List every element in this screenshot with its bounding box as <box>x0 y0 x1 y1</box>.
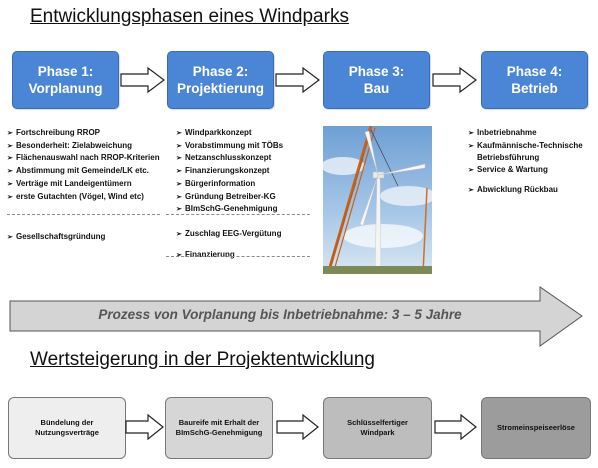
list-item: ➢Vorabstimmung mit TÖBs <box>176 140 283 153</box>
phase-1-number: Phase 1: <box>37 64 94 79</box>
bullet-arrow-icon: ➢ <box>176 252 182 259</box>
value-step-1-line1: Bündelung der <box>40 418 94 427</box>
list-item: ➢Gründung Betreiber-KG <box>176 191 283 204</box>
list-item-continuation: Betriebsführung <box>477 153 540 163</box>
list-item: ➢Kaufmännische-Technische <box>468 140 583 153</box>
phase-4-name: Betrieb <box>511 81 558 96</box>
bullet-arrow-icon: ➢ <box>7 234 13 241</box>
bullet-arrow-icon: ➢ <box>468 142 474 150</box>
divider <box>7 214 160 215</box>
value-step-1-line2: Nutzungsverträge <box>35 428 99 437</box>
phase-2-number: Phase 2: <box>192 64 249 79</box>
heading-phases: Entwicklungsphasen eines Windparks <box>30 6 349 27</box>
wind-turbine-construction-photo <box>323 126 432 274</box>
bullet-arrow-icon: ➢ <box>468 187 474 194</box>
list-item: ➢Service & Wartung <box>468 164 583 177</box>
phase-4-extra-list: ➢Abwicklung Rückbau <box>468 184 558 197</box>
value-arrow-2-icon <box>276 414 319 440</box>
bullet-arrow-icon: ➢ <box>176 206 182 214</box>
bullet-arrow-icon: ➢ <box>7 168 13 176</box>
phase-2-name: Projektierung <box>176 81 265 96</box>
phase-arrow-1-icon <box>120 67 165 93</box>
bullet-arrow-icon: ➢ <box>7 130 13 137</box>
list-item: ➢Windparkkonzept <box>176 127 283 140</box>
list-item: ➢Abstimmung mit Gemeinde/LK etc. <box>7 165 160 178</box>
wind-turbine-icon <box>323 126 432 274</box>
divider <box>166 256 310 257</box>
list-item: ➢Fortschreibung RROP <box>7 127 160 140</box>
list-item: ➢Zuschlag EEG-Vergütung <box>176 224 281 245</box>
list-item: ➢erste Gutachten (Vögel, Wind etc) <box>7 191 160 204</box>
value-step-4-line1: Stromeinspeiseerlöse <box>497 423 575 432</box>
list-item: ➢Inbetriebnahme <box>468 127 583 140</box>
list-item: ➢Finanzierungskonzept <box>176 165 283 178</box>
bullet-arrow-icon: ➢ <box>176 168 182 176</box>
bullet-arrow-icon: ➢ <box>176 193 182 201</box>
phase-2-box: Phase 2: Projektierung <box>167 51 274 109</box>
process-duration-label: Prozess von Vorplanung bis Inbetriebnahm… <box>98 307 462 322</box>
divider <box>166 214 310 215</box>
process-timeline-arrow-icon <box>9 286 583 347</box>
phase-4-number: Phase 4: <box>506 64 563 79</box>
phase-3-number: Phase 3: <box>348 64 405 79</box>
list-item: ➢Finanzierung <box>176 245 281 266</box>
bullet-arrow-icon: ➢ <box>7 142 13 150</box>
value-step-2-line2: BImSchG-Genehmigung <box>175 428 263 437</box>
phase-3-box: Phase 3: Bau <box>323 51 430 109</box>
value-step-3-box: Schlüsselfertiger Windpark <box>323 397 432 459</box>
value-step-3-line2: Windpark <box>360 428 395 437</box>
phase-1-name: Vorplanung <box>28 81 103 96</box>
list-item: ➢Besonderheit: Zielabweichung <box>7 140 160 153</box>
list-item: ➢BImSchG-Genehmigung <box>176 203 283 216</box>
bullet-arrow-icon: ➢ <box>7 180 13 188</box>
bullet-arrow-icon: ➢ <box>176 130 182 137</box>
bullet-arrow-icon: ➢ <box>7 155 13 163</box>
bullet-arrow-icon: ➢ <box>176 155 182 163</box>
phase-arrow-2-icon <box>275 67 320 93</box>
phase-arrow-3-icon <box>432 67 477 93</box>
phase-2-task-list: ➢Windparkkonzept ➢Vorabstimmung mit TÖBs… <box>176 127 283 216</box>
value-arrow-3-icon <box>434 414 477 440</box>
list-item: ➢Flächenauswahl nach RROP-Kriterien <box>7 152 160 165</box>
list-item: ➢Gesellschaftsgründung <box>7 231 105 244</box>
value-step-1-box: Bündelung der Nutzungsverträge <box>8 397 126 459</box>
value-step-2-box: Baureife mit Erhalt der BImSchG-Genehmig… <box>165 397 273 459</box>
phase-4-task-list: ➢Inbetriebnahme ➢Kaufmännische-Technisch… <box>468 127 583 177</box>
list-item: ➢Bürgerinformation <box>176 178 283 191</box>
list-item: ➢Abwicklung Rückbau <box>468 184 558 197</box>
value-arrow-1-icon <box>125 414 164 440</box>
phase-4-box: Phase 4: Betrieb <box>481 51 588 109</box>
bullet-arrow-icon: ➢ <box>468 130 474 137</box>
heading-value-creation: Wertsteigerung in der Projektentwicklung <box>30 349 375 370</box>
list-item: ➢Verträge mit Landeigentümern <box>7 178 160 191</box>
bullet-arrow-icon: ➢ <box>176 180 182 188</box>
value-step-3-line1: Schlüsselfertiger <box>347 418 408 427</box>
list-item: ➢Netzanschlusskonzept <box>176 152 283 165</box>
value-step-4-box: Stromeinspeiseerlöse <box>481 397 591 459</box>
phase-1-task-list: ➢Fortschreibung RROP ➢Besonderheit: Ziel… <box>7 127 160 203</box>
bullet-arrow-icon: ➢ <box>176 231 182 238</box>
phase-1-box: Phase 1: Vorplanung <box>12 51 119 109</box>
bullet-arrow-icon: ➢ <box>7 193 13 201</box>
phase-1-extra-list: ➢Gesellschaftsgründung <box>7 231 105 244</box>
phase-3-name: Bau <box>363 81 390 96</box>
phase-2-extra-list: ➢Zuschlag EEG-Vergütung ➢Finanzierung <box>176 224 281 266</box>
value-step-2-line1: Baureife mit Erhalt der <box>178 418 260 427</box>
bullet-arrow-icon: ➢ <box>176 142 182 150</box>
bullet-arrow-icon: ➢ <box>468 167 474 175</box>
